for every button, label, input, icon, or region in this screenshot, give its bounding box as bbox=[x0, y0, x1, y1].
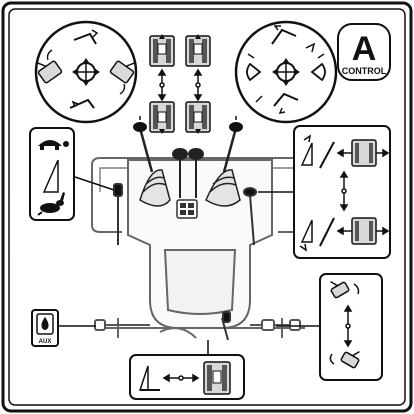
control-pattern-badge: A CONTROL bbox=[337, 23, 391, 81]
blade-control-panel bbox=[293, 125, 391, 259]
joystick-knobs bbox=[133, 122, 243, 132]
bottom-rail bbox=[94, 319, 301, 339]
left-joystick-base bbox=[138, 127, 171, 207]
left-joystick-pattern-icon bbox=[34, 20, 138, 124]
speed-panel bbox=[29, 127, 75, 221]
boom-swing-panel bbox=[319, 273, 383, 381]
right-joystick-pattern-icon bbox=[234, 20, 338, 124]
blade-lever bbox=[243, 187, 257, 246]
badge-letter: A bbox=[352, 30, 377, 68]
right-joystick-base bbox=[205, 127, 241, 207]
travel-direction-icon bbox=[149, 34, 211, 134]
rabbit-icon bbox=[37, 192, 65, 216]
speed-ramp-icon bbox=[42, 159, 59, 193]
boom-swing-pedal-lever bbox=[221, 311, 231, 341]
travel-levers bbox=[172, 148, 204, 198]
aux-label: AUX bbox=[39, 339, 52, 345]
aux-panel: AUX bbox=[31, 309, 59, 347]
center-switch bbox=[176, 199, 198, 219]
blade-travel-panel bbox=[129, 354, 245, 400]
blade-raise-icon bbox=[300, 142, 313, 166]
turtle-icon bbox=[38, 140, 69, 150]
blade-lower-icon bbox=[300, 219, 313, 243]
badge-caption: CONTROL bbox=[342, 66, 387, 76]
decal-inner-border bbox=[8, 8, 406, 406]
speed-lever bbox=[113, 183, 123, 245]
aux-drop-icon bbox=[41, 317, 49, 330]
